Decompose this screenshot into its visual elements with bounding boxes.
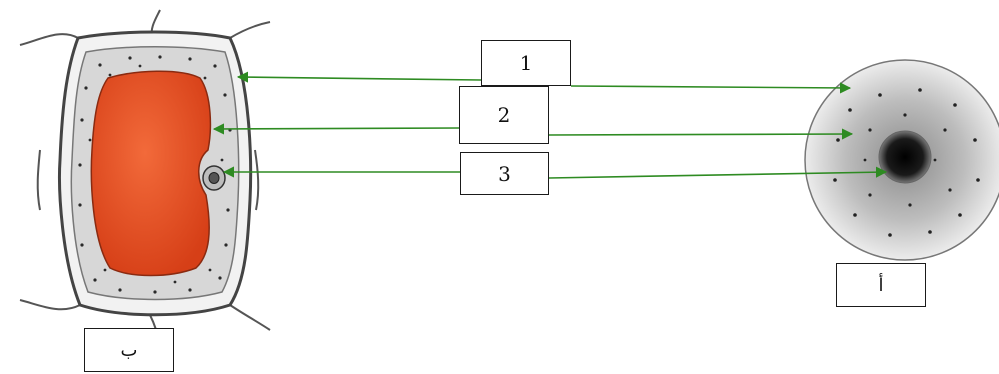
- round-cell-granules: [833, 88, 980, 237]
- arrow-2-right: [548, 128, 854, 140]
- label-cell-b-text: ب: [120, 339, 138, 361]
- label-box-3: 3: [460, 152, 549, 195]
- round-cell-nucleus: [878, 130, 932, 184]
- label-1-text: 1: [519, 51, 533, 75]
- round-cell: [804, 59, 999, 261]
- label-box-cell-a: أ: [836, 263, 926, 307]
- arrow-1-left: [236, 71, 482, 83]
- label-box-2: 2: [459, 86, 549, 144]
- arrow-2-left: [212, 123, 460, 135]
- arrow-1-right: [570, 82, 852, 94]
- label-2-text: 2: [497, 103, 511, 127]
- label-3-text: 3: [498, 161, 511, 186]
- label-cell-a-text: أ: [878, 274, 884, 296]
- plant-nucleus: [202, 165, 226, 191]
- plant-cell: [19, 9, 271, 346]
- cytoplasm-granules: [78, 55, 232, 294]
- label-box-1: 1: [481, 40, 571, 86]
- vacuole: [90, 70, 212, 277]
- arrow-3-right: [548, 166, 888, 179]
- arrows: [212, 71, 888, 179]
- label-box-cell-b: ب: [84, 328, 174, 372]
